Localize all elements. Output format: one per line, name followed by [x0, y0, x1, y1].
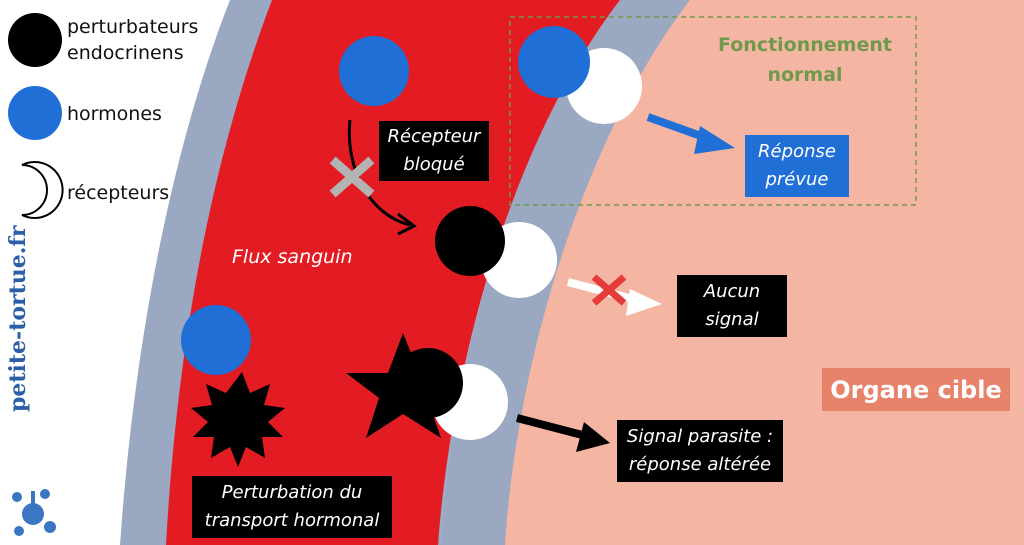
white-arrow-head	[626, 289, 662, 316]
disruptor-icon	[435, 206, 505, 276]
legend-hormone-icon	[8, 86, 62, 140]
legend-disruptors-text: perturbateurs endocrinens	[67, 16, 199, 64]
legend-receptors-text: récepteurs	[67, 182, 170, 204]
hormone-icon	[339, 36, 409, 106]
target-organ-label: Organe cible	[822, 368, 1010, 411]
no-signal-label: Aucun signal	[677, 275, 787, 337]
curved-arrow-head	[397, 212, 417, 236]
legend-hormones-text: hormones	[67, 103, 162, 125]
normal-box	[509, 16, 917, 206]
legend-disruptor-icon	[8, 13, 62, 67]
black-arrow-head	[576, 422, 610, 452]
blocked-receptor-label: Récepteur bloqué	[379, 121, 489, 181]
blocked-x-icon	[329, 156, 375, 198]
legend-receptor-icon	[21, 161, 64, 219]
spiky-disruptor-icon	[191, 372, 285, 467]
hormone-icon	[518, 26, 590, 98]
no-signal-x-icon	[591, 274, 627, 306]
disruptor-icon	[393, 348, 463, 418]
expected-response-label: Réponse prévue	[745, 135, 849, 197]
flux-label: Flux sanguin	[232, 246, 353, 268]
normal-function-title: Fonctionnement normal	[718, 34, 892, 86]
parasite-signal-label: Signal parasite : réponse altérée	[617, 420, 783, 482]
black-arrow	[515, 414, 592, 441]
transport-disruption-label: Perturbation du transport hormonal	[192, 476, 392, 538]
hormone-icon	[181, 305, 251, 375]
blue-arrow-head	[694, 126, 735, 154]
splash-logo-icon	[12, 489, 56, 536]
brand-site-text: petite-tortue.fr	[5, 225, 31, 412]
